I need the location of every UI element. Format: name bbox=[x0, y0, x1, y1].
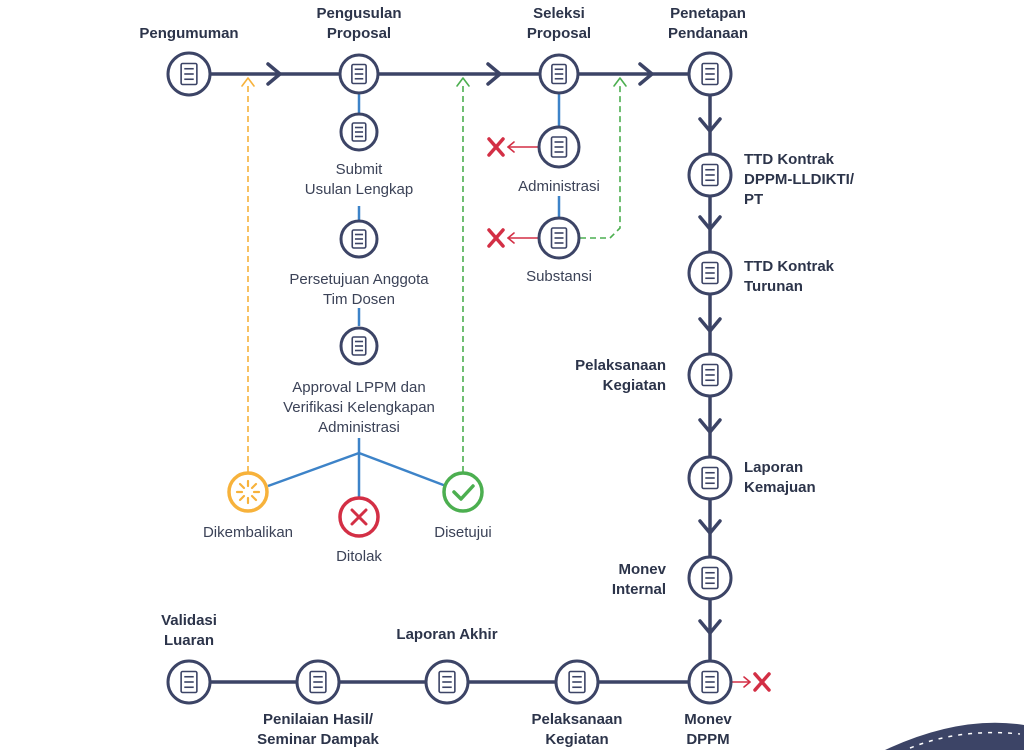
ttd-turunan-node bbox=[687, 250, 733, 296]
label-pelaksanaan-kegiatan-right: Pelaksanaan Kegiatan bbox=[575, 357, 666, 394]
monev-dppm-node bbox=[687, 659, 733, 705]
clipboard-list-icon bbox=[351, 229, 367, 249]
target-chart-icon bbox=[568, 670, 586, 694]
arrow-chevron bbox=[698, 317, 722, 333]
label-validasi-luaran: Validasi Luaran bbox=[161, 612, 217, 649]
dikembalikan-node bbox=[227, 471, 269, 513]
report-chart-icon bbox=[701, 466, 719, 490]
arrowhead bbox=[456, 77, 470, 87]
label-ttd-kontrak: TTD Kontrak DPPM-LLDIKTI/ PT bbox=[744, 151, 854, 208]
label-laporan-kemajuan: Laporan Kemajuan bbox=[744, 459, 816, 496]
arrow-chevron bbox=[698, 117, 722, 133]
label-ditolak: Ditolak bbox=[336, 548, 382, 565]
pelaksanaan-bottom-node bbox=[554, 659, 600, 705]
arrow-chevron bbox=[698, 215, 722, 231]
reject-arrowhead bbox=[507, 232, 515, 244]
arrow-chevron bbox=[698, 619, 722, 635]
label-substansi: Substansi bbox=[526, 268, 592, 285]
corner-decoration-dash bbox=[909, 731, 1021, 749]
monev-internal-node bbox=[687, 555, 733, 601]
stamp-icon bbox=[351, 336, 367, 356]
label-pengusulan-proposal: Pengusulan Proposal bbox=[316, 5, 402, 42]
pelaksanaan-right-node bbox=[687, 352, 733, 398]
loading-spinner-icon bbox=[235, 479, 261, 505]
ttd-kontrak-node bbox=[687, 152, 733, 198]
approval-node bbox=[339, 326, 379, 366]
disetujui-node bbox=[442, 471, 484, 513]
label-approval-lppm: Approval LPPM dan Verifikasi Kelengkapan… bbox=[283, 379, 435, 436]
arrow-chevron bbox=[698, 519, 722, 535]
label-submit-usulan: Submit Usulan Lengkap bbox=[304, 161, 414, 198]
handshake-document-icon bbox=[701, 261, 719, 285]
label-pelaksanaan-kegiatan-bottom: Pelaksanaan Kegiatan bbox=[531, 711, 623, 748]
arrowhead bbox=[613, 77, 627, 87]
label-seleksi-proposal: Seleksi Proposal bbox=[526, 5, 592, 42]
reject-arrowhead bbox=[507, 141, 515, 153]
sub-line bbox=[358, 451, 447, 488]
penilaian-node bbox=[295, 659, 341, 705]
label-laporan-akhir: Laporan Akhir bbox=[396, 626, 498, 643]
label-pengumuman: Pengumuman bbox=[139, 25, 239, 42]
contract-sign-icon bbox=[701, 163, 719, 187]
lightbulb-screen-icon bbox=[180, 670, 198, 694]
arrowhead bbox=[241, 77, 255, 87]
arrow-chevron bbox=[486, 62, 502, 86]
arrow-chevron bbox=[698, 418, 722, 434]
checklist-icon bbox=[550, 136, 568, 158]
substansi-node bbox=[537, 216, 581, 260]
tools-icon bbox=[701, 363, 719, 387]
file-upload-icon bbox=[351, 122, 367, 142]
sub-line bbox=[267, 451, 360, 488]
upload-document-icon bbox=[351, 63, 367, 85]
reject-x-icon bbox=[487, 137, 505, 157]
reject-arrowhead bbox=[743, 676, 751, 688]
reject-x-icon bbox=[487, 228, 505, 248]
pengumuman-node bbox=[166, 51, 212, 97]
administrasi-node bbox=[537, 125, 581, 169]
label-ttd-turunan: TTD Kontrak Turunan bbox=[744, 258, 834, 295]
megaphone-icon bbox=[180, 62, 198, 86]
target-gear-icon bbox=[309, 670, 327, 694]
presentation-report-icon bbox=[438, 670, 456, 694]
check-circle-icon bbox=[452, 484, 475, 501]
pengusulan-node bbox=[338, 53, 380, 95]
label-persetujuan-anggota: Persetujuan Anggota Tim Dosen bbox=[289, 271, 429, 308]
arrow-chevron bbox=[266, 62, 282, 86]
document-edit-icon bbox=[550, 227, 568, 249]
document-search-icon bbox=[551, 63, 567, 85]
submit-node bbox=[339, 112, 379, 152]
ditolak-node bbox=[338, 496, 380, 538]
validasi-node bbox=[166, 659, 212, 705]
substansi-dashed-line bbox=[580, 84, 621, 239]
penetapan-node bbox=[687, 51, 733, 97]
label-disetujui: Disetujui bbox=[434, 524, 492, 541]
persetujuan-node bbox=[339, 219, 379, 259]
label-dikembalikan: Dikembalikan bbox=[202, 524, 294, 541]
arrow-chevron bbox=[638, 62, 654, 86]
label-monev-dppm: Monev DPPM bbox=[684, 711, 732, 748]
monitor-search-icon bbox=[701, 670, 719, 694]
reject-x-icon bbox=[753, 672, 771, 692]
seleksi-node bbox=[538, 53, 580, 95]
label-penetapan-pendanaan: Penetapan Pendanaan bbox=[667, 5, 749, 42]
close-circle-icon bbox=[350, 508, 368, 526]
monitor-chart-icon bbox=[701, 566, 719, 590]
laporan-akhir-node bbox=[424, 659, 470, 705]
corner-decoration bbox=[885, 722, 1024, 750]
label-monev-internal: Monev Internal bbox=[611, 561, 666, 598]
laporan-kemajuan-node bbox=[687, 455, 733, 501]
label-administrasi: Administrasi bbox=[518, 178, 600, 195]
money-hand-icon bbox=[701, 62, 719, 86]
label-penilaian-hasil: Penilaian Hasil/ Seminar Dampak bbox=[257, 711, 379, 748]
